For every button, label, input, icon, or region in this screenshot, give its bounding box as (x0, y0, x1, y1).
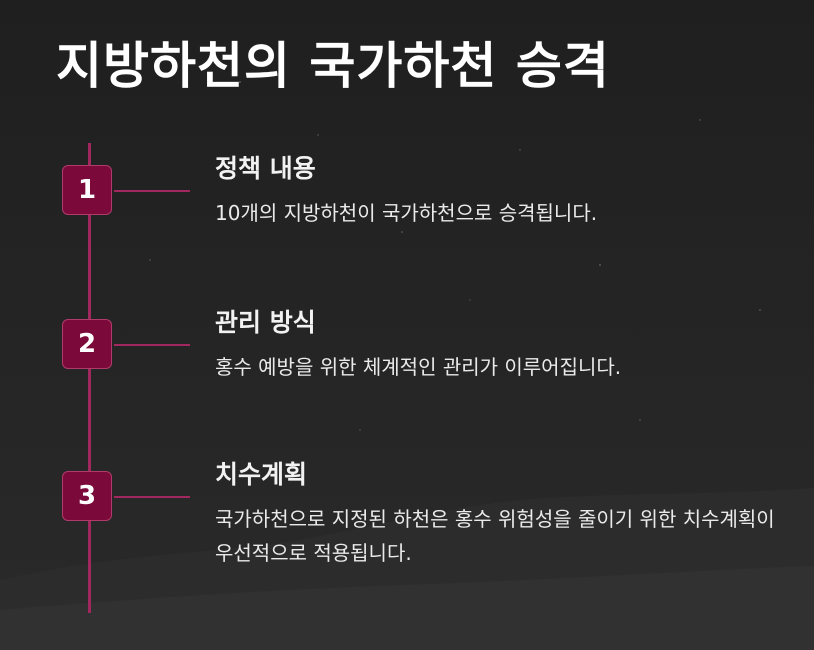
step-connector (114, 344, 190, 346)
step-heading: 정책 내용 (215, 154, 316, 183)
step-number-badge: 1 (62, 165, 112, 215)
step-description: 홍수 예방을 위한 체계적인 관리가 이루어집니다. (215, 355, 622, 379)
step-connector (114, 190, 190, 192)
page-title: 지방하천의 국가하천 승격 (56, 37, 610, 95)
step-heading: 관리 방식 (215, 308, 316, 337)
step-number-badge: 2 (62, 319, 112, 369)
step-description: 10개의 지방하천이 국가하천으로 승격됩니다. (215, 201, 598, 225)
step-description: 국가하천으로 지정된 하천은 홍수 위험성을 줄이기 위한 치수계획이 우선적으… (215, 507, 775, 565)
step-heading: 치수계획 (215, 460, 308, 489)
step-connector (114, 496, 190, 498)
step-number-badge: 3 (62, 471, 112, 521)
timeline-line (88, 143, 91, 613)
